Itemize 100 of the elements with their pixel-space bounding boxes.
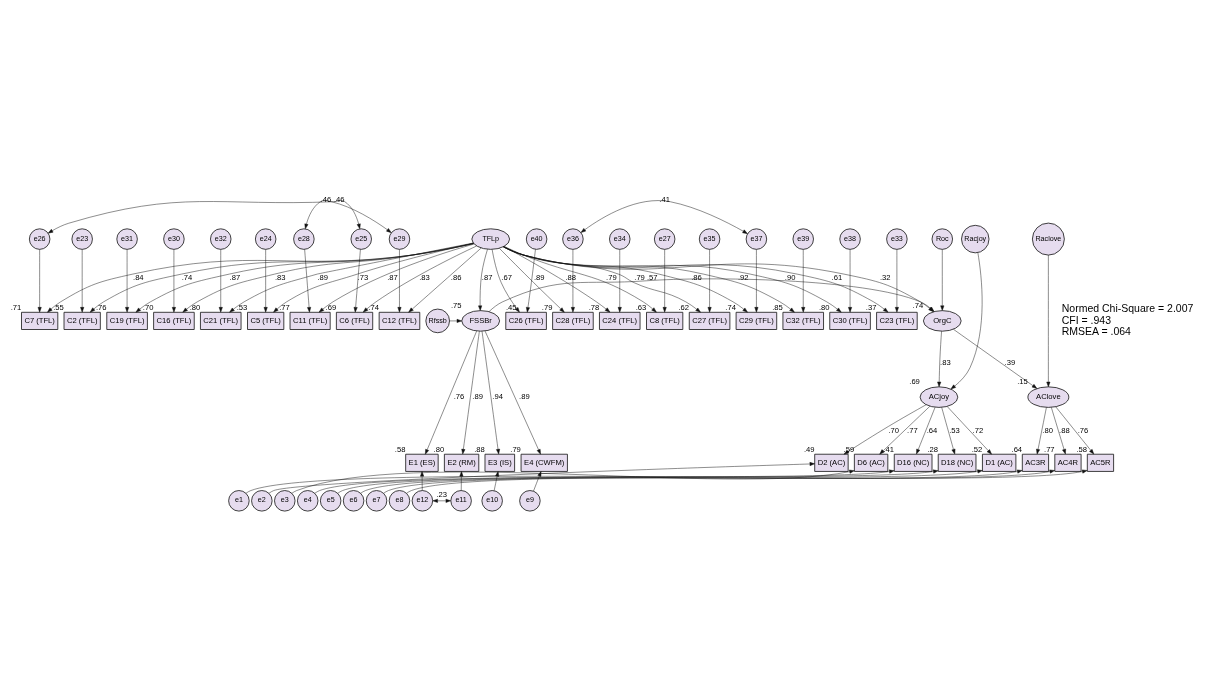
node-label: .77 bbox=[279, 302, 290, 312]
edge-label: .77 bbox=[907, 425, 918, 435]
node-box: C16 (TFL) bbox=[153, 311, 195, 330]
arrow bbox=[493, 470, 499, 491]
node-box: C27 (TFL) bbox=[688, 311, 731, 330]
node-label: .74 bbox=[912, 300, 924, 310]
arrow bbox=[916, 406, 936, 454]
node-label: .69 bbox=[909, 376, 920, 386]
edge-label: .89 bbox=[519, 391, 530, 401]
node-box: C28 (TFL) bbox=[552, 311, 594, 330]
node-label: .63 bbox=[635, 302, 647, 312]
edge-label: .83 bbox=[419, 272, 430, 282]
edge-label: .67 bbox=[501, 272, 513, 282]
arrow bbox=[432, 498, 451, 503]
edge-label: .32 bbox=[879, 272, 891, 282]
arrow bbox=[304, 199, 392, 233]
node-box: C21 (TFL) bbox=[200, 311, 242, 330]
node-box: C23 (TFL) bbox=[876, 311, 918, 330]
arrow bbox=[304, 248, 311, 312]
node-box: C7 (TFL) bbox=[21, 311, 59, 330]
node-label: .80 bbox=[189, 302, 201, 312]
edge-label: .79 bbox=[634, 272, 645, 282]
node-label: .85 bbox=[772, 302, 783, 312]
edge-label: .46 bbox=[320, 194, 332, 204]
arrow bbox=[937, 330, 942, 387]
node-label: .59 bbox=[843, 444, 855, 454]
node-box: E1 (ES) bbox=[405, 453, 439, 472]
arrow bbox=[533, 470, 542, 491]
edge-label: .53 bbox=[949, 425, 960, 435]
arrow bbox=[263, 248, 268, 312]
node-label: .80 bbox=[818, 302, 830, 312]
arrow bbox=[503, 245, 657, 312]
arrow bbox=[491, 248, 520, 312]
node-box: C19 (TFL) bbox=[106, 311, 148, 330]
edge-label: .89 bbox=[533, 272, 545, 282]
node-box: AC4R bbox=[1054, 453, 1082, 472]
node-box: C24 (TFL) bbox=[599, 311, 641, 330]
edge-label: .79 bbox=[606, 272, 617, 282]
node-label: .15 bbox=[1017, 376, 1028, 386]
arrow bbox=[580, 199, 748, 234]
node-label: .71 bbox=[10, 302, 22, 312]
node-label: .74 bbox=[368, 302, 379, 312]
arrow bbox=[1036, 406, 1047, 454]
node-label: .37 bbox=[865, 302, 877, 312]
edge-label: .64 bbox=[926, 425, 938, 435]
node-label: .78 bbox=[588, 302, 600, 312]
arrow bbox=[484, 330, 541, 454]
node-label: .76 bbox=[95, 302, 107, 312]
node-label: .58 bbox=[394, 444, 406, 454]
node-label: .49 bbox=[803, 444, 815, 454]
node-box: D16 (NC) bbox=[893, 453, 933, 472]
node-box: E3 (IS) bbox=[484, 453, 516, 472]
arrow bbox=[879, 405, 931, 454]
node-box: C6 (TFL) bbox=[335, 311, 374, 330]
edge-label: .46 bbox=[333, 194, 345, 204]
arrow bbox=[953, 328, 1038, 389]
edge-label: .84 bbox=[133, 272, 144, 282]
edge-label: .86 bbox=[691, 272, 702, 282]
node-label: .52 bbox=[971, 444, 983, 454]
edge-label: .76 bbox=[453, 391, 465, 401]
arrow bbox=[707, 248, 712, 312]
node-label: .58 bbox=[1076, 444, 1088, 454]
node-label: .77 bbox=[1044, 444, 1055, 454]
edge-label: .88 bbox=[1059, 425, 1070, 435]
node-label: .75 bbox=[451, 300, 462, 310]
node-label: .64 bbox=[1011, 444, 1023, 454]
node-box: E4 (CWFM) bbox=[520, 453, 568, 472]
arrow bbox=[218, 248, 223, 312]
arrow bbox=[353, 248, 361, 312]
arrow bbox=[47, 199, 361, 233]
arrow bbox=[1046, 254, 1051, 387]
arrow bbox=[801, 248, 806, 312]
node-label: .69 bbox=[325, 302, 337, 312]
arrow bbox=[461, 330, 480, 454]
arrow bbox=[1051, 406, 1066, 454]
node-box: AC5R bbox=[1086, 453, 1114, 472]
edge-label: .94 bbox=[492, 391, 503, 401]
arrow bbox=[526, 248, 536, 312]
edge-label: .76 bbox=[1077, 425, 1089, 435]
arrow bbox=[950, 251, 983, 389]
arrow bbox=[37, 248, 42, 312]
arrow bbox=[571, 248, 575, 312]
node-ellipse: FSSBr bbox=[461, 309, 501, 332]
node-label: .79 bbox=[510, 444, 521, 454]
edge-label: .86 bbox=[450, 272, 462, 282]
node-label: .88 bbox=[474, 444, 485, 454]
arrow bbox=[408, 247, 482, 312]
arrow bbox=[941, 406, 956, 454]
arrow bbox=[273, 242, 474, 312]
node-box: AC3R bbox=[1021, 453, 1050, 472]
edge-label: .92 bbox=[737, 272, 749, 282]
node-box: D1 (AC) bbox=[982, 453, 1017, 472]
label: RMSEA = .064 bbox=[1061, 324, 1131, 337]
arrow bbox=[481, 330, 500, 454]
node-box: C26 (TFL) bbox=[505, 311, 547, 330]
edge-label: .83 bbox=[274, 272, 286, 282]
arrow bbox=[1055, 406, 1095, 454]
node-box: C11 (TFL) bbox=[289, 311, 331, 330]
node-box: D6 (AC) bbox=[853, 453, 889, 472]
arrow bbox=[318, 243, 475, 312]
